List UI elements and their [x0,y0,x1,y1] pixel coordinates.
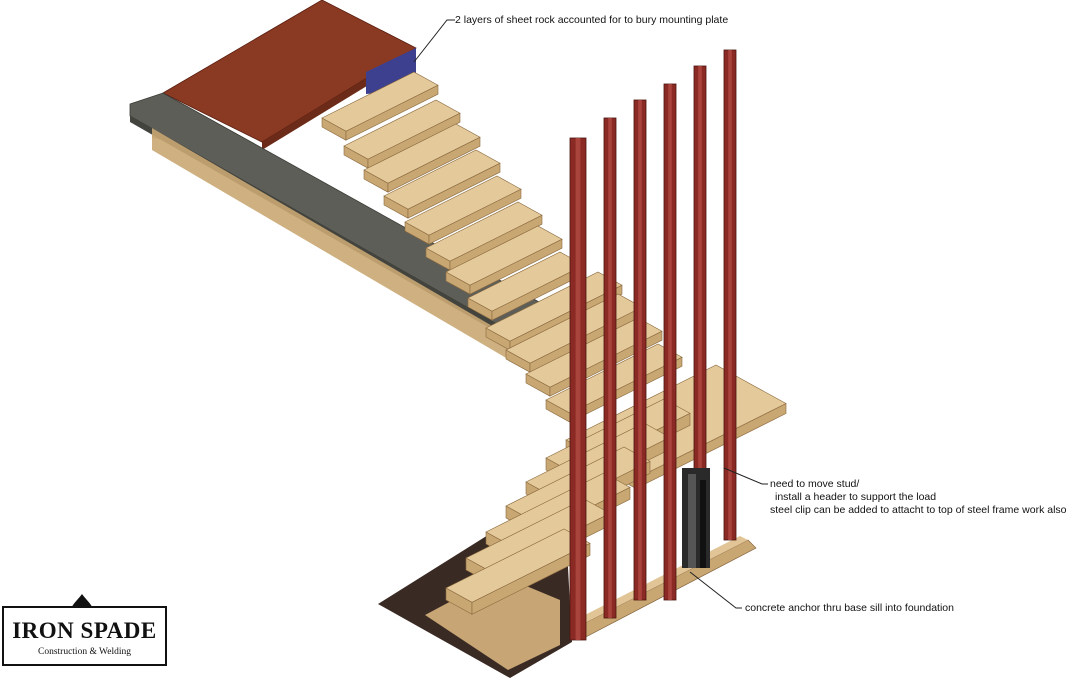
steel-posts [569,49,737,641]
steel-clip-bracket [682,468,710,568]
note-anchor: concrete anchor thru base sill into foun… [745,602,954,614]
steel-post-highlight [668,84,672,600]
tread-top [445,528,591,603]
tread-top [321,71,439,132]
logo-title: IRON SPADE [12,618,157,643]
stair-treads [321,71,787,615]
leader-stud [723,467,768,485]
tread-top [383,149,501,210]
note-stud-line-2: install a header to support the load [775,491,937,503]
leader-anchor [689,571,742,609]
logo-subtitle: Construction & Welding [37,647,131,657]
tread-top [425,201,543,262]
tread-top [525,317,663,388]
note-stud-line-1: need to move stud/ [770,478,860,490]
note-stud-line-3: steel clip can be added to attacht to to… [770,504,1067,516]
steel-post-highlight [698,66,702,560]
leader-sheet-rock [413,19,455,63]
steel-post-highlight [575,138,581,640]
tread-top [485,271,623,342]
steel-post-highlight [638,100,642,600]
steel-post-highlight [608,118,612,618]
steel-post-highlight [728,50,732,540]
tread-top [404,175,522,236]
tread-top [343,99,461,160]
company-logo: IRON SPADE Construction & Welding [2,606,167,666]
tread-top [445,225,563,286]
tread-top [363,123,481,184]
note-sheet-rock: 2 layers of sheet rock accounted for to … [455,14,729,26]
